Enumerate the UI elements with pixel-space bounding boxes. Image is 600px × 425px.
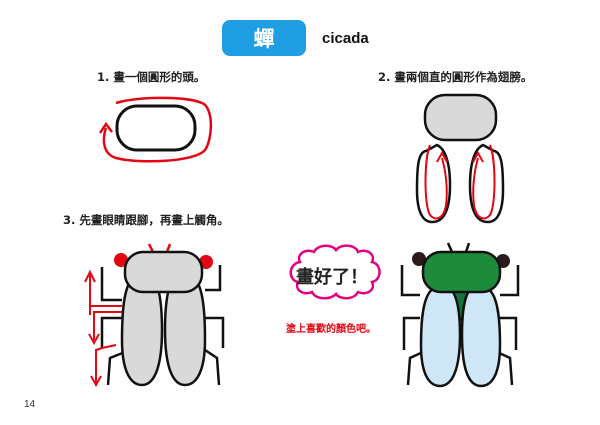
step-3-label: 3. 先畫眼睛跟腳，再畫上觸角。 xyxy=(63,213,229,227)
step-3-legs-eyes-drawing xyxy=(84,243,225,388)
colored-cicada-drawing xyxy=(400,242,520,388)
step-2-label: 2. 畫兩個直的圓形作為翅膀。 xyxy=(378,70,533,84)
step-1-label: 1. 畫一個圓形的頭。 xyxy=(97,70,206,84)
speech-cloud xyxy=(289,244,381,300)
arrow-head-icon xyxy=(98,121,113,134)
title-english: cicada xyxy=(322,30,369,47)
page-number: 14 xyxy=(24,399,36,410)
step-1-head-drawing xyxy=(98,96,213,163)
step-2-wings-drawing xyxy=(415,93,505,224)
title-chinese: 蟬 xyxy=(253,27,275,51)
title-badge: 蟬 xyxy=(222,20,306,56)
guide-arrow-path xyxy=(102,96,213,163)
coloring-hint: 塗上喜歡的顏色吧。 xyxy=(286,324,376,335)
done-bubble-text: 畫好了！ xyxy=(296,267,368,288)
